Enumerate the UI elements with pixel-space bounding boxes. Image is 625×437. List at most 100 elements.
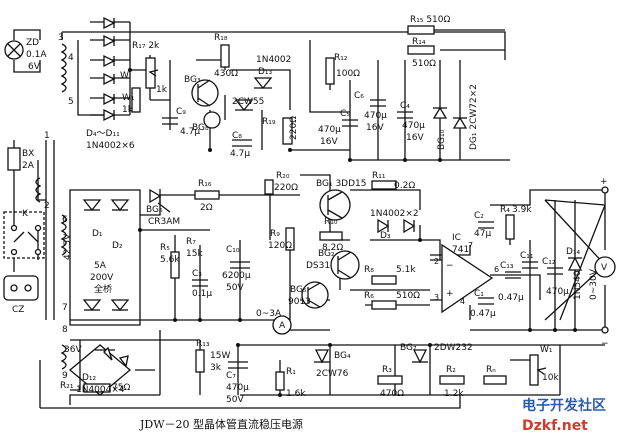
watermark-site: Dzkf.net xyxy=(522,418,588,434)
label-r5-v: 5.6k xyxy=(160,255,180,265)
diode-bank-d4-d11 xyxy=(103,16,116,122)
label-r18-v: 430Ω xyxy=(214,69,238,79)
resistor-r8 xyxy=(371,275,397,285)
label-r7-v: 15k xyxy=(186,249,203,259)
resistor-r12 xyxy=(325,57,335,85)
label-d12: D₁₂ xyxy=(82,373,97,383)
label-r11-v: 0.2Ω xyxy=(394,181,415,191)
label-k: K xyxy=(22,209,29,219)
transistor-bg5 xyxy=(301,281,329,309)
resistor-r18 xyxy=(220,44,230,68)
label-d4-d11: D₄～D₁₁ xyxy=(86,129,120,139)
capacitor-c13 xyxy=(505,271,521,279)
resistor-r6 xyxy=(371,300,397,310)
label-voltmeter-v: 0~30V xyxy=(589,268,599,300)
capacitor-c7 xyxy=(228,361,248,369)
label-r17: R₁₇ 2k xyxy=(132,41,160,51)
label-r20-v: 220Ω xyxy=(274,183,298,193)
label-w: W xyxy=(120,71,129,81)
label-bx: BX xyxy=(22,149,34,159)
resistor-r3 xyxy=(377,375,403,385)
output-terminal-plus xyxy=(601,186,609,194)
label-w1r-v: 10k xyxy=(542,373,559,383)
potentiometer-w1 xyxy=(529,354,539,386)
transistor-bg1 xyxy=(319,189,351,221)
wiper-arrow-icon xyxy=(148,69,159,77)
wiring xyxy=(13,21,606,409)
resistor-r20 xyxy=(264,179,274,195)
label-d14-v: 1N540 xyxy=(573,270,583,300)
label-r21-v: 75Ω xyxy=(112,383,130,393)
label-d12-v: 1N4004×4 xyxy=(76,385,125,395)
label-ic-minus: − xyxy=(446,261,454,271)
label-ic: IC xyxy=(452,233,461,243)
label-c11: C₁₁ xyxy=(520,251,534,261)
label-bg10: BG₁₀ xyxy=(437,129,447,150)
voltmeter-v xyxy=(594,256,616,278)
pilot-lamp-zd xyxy=(4,40,24,60)
label-c9: C₉ xyxy=(176,107,186,117)
label-ic-v: 741 xyxy=(452,245,469,255)
label-c7-v2: 50V xyxy=(226,395,244,405)
capacitor-c3 xyxy=(192,279,208,287)
label-d3: D₃ xyxy=(380,231,391,241)
capacitor-c11 xyxy=(522,261,538,269)
transformer-winding xyxy=(35,43,67,370)
resistor-rn xyxy=(483,375,507,385)
label-w1b: 1k xyxy=(122,105,134,115)
opamp-ic-741 xyxy=(441,243,494,314)
label-c12: C₁₂ xyxy=(542,257,556,267)
label-d1-v2: 200V xyxy=(90,273,114,283)
label-r11: R₁₁ xyxy=(372,171,386,181)
label-r3: R₃ xyxy=(382,365,392,375)
ammeter-a xyxy=(272,315,292,335)
label-c10-v1: 6200μ xyxy=(222,271,251,281)
power-switch-k xyxy=(3,211,45,259)
resistor-r15 xyxy=(407,25,435,35)
label-zd: ZD xyxy=(26,38,39,48)
zener-bg4 xyxy=(314,349,330,364)
label-c5: C₅ xyxy=(340,109,350,119)
resistor-r11 xyxy=(371,180,397,190)
capacitor-c8 xyxy=(232,139,252,147)
label-ammeter-v: 0~3A xyxy=(256,309,282,319)
label-ic-plus: + xyxy=(446,289,454,299)
label-bg6-v: CR3AM xyxy=(148,217,180,227)
label-d2: D₂ xyxy=(112,241,123,251)
label-d14: D₁₄ xyxy=(566,247,581,257)
label-r14-v: 510Ω xyxy=(412,59,436,69)
label-n4: 4 xyxy=(68,53,74,63)
label-r19: R₁₉ xyxy=(262,117,276,127)
label-output-minus: − xyxy=(601,339,609,349)
label-c12-v: 470μ xyxy=(546,287,569,297)
label-r2-v: 1.2k xyxy=(444,389,464,399)
junction-dots xyxy=(128,68,577,397)
label-d1: D₁ xyxy=(92,229,103,239)
zener-bg10 xyxy=(432,106,448,119)
label-dg1: DG₁ 2CW72×2 xyxy=(469,84,479,150)
label-c4: C₄ xyxy=(400,101,410,111)
transistor-bg2 xyxy=(330,250,360,280)
resistor-r4 xyxy=(505,214,515,240)
label-r1-v: 1.6k xyxy=(286,389,306,399)
label-c8: C₈ xyxy=(232,131,242,141)
resistor-r2 xyxy=(439,375,465,385)
label-d13: D₁₃ xyxy=(258,67,273,77)
label-bg4: BG₄ xyxy=(334,351,351,361)
resistor-r19 xyxy=(282,117,293,145)
label-c4-v2: 16V xyxy=(406,133,424,143)
label-c7-v: 470μ xyxy=(226,383,249,393)
label-c9-v: 4.7μ xyxy=(180,127,200,137)
label-pin-7: 7 xyxy=(468,241,473,250)
resistor-r16 xyxy=(194,190,220,200)
label-c2: C₂ xyxy=(474,211,484,221)
label-cz: CZ xyxy=(12,305,24,315)
capacitor-c2 xyxy=(478,221,494,229)
label-n2: 2 xyxy=(44,201,50,211)
label-r12-v: 100Ω xyxy=(336,69,360,79)
label-n6: 6 xyxy=(62,215,68,225)
wiper-arrow-icon xyxy=(536,367,547,375)
label-c1-v: 0.47μ xyxy=(470,309,496,319)
label-zd-v1: 0.1A xyxy=(26,50,47,60)
